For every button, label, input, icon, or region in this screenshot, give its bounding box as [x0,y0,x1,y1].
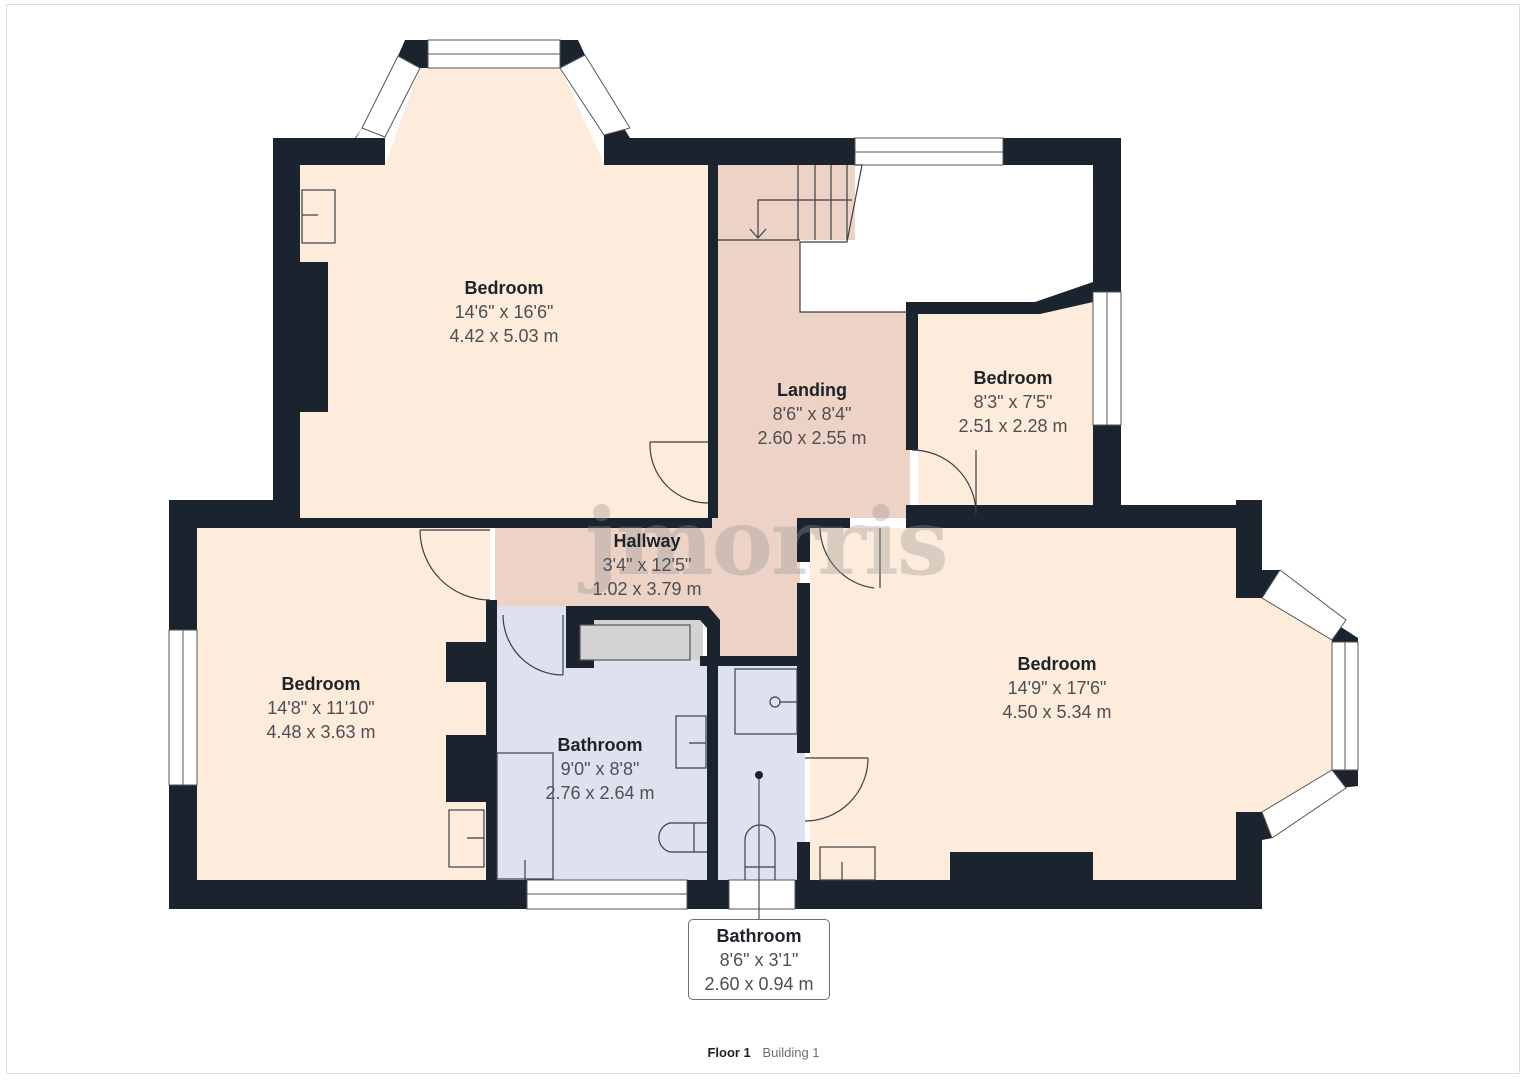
floor-label: Floor 1 [707,1045,751,1060]
staircase [718,164,908,313]
room-fill-bathroom-main[interactable] [497,606,707,880]
room-fill-bedroom-right[interactable] [810,528,1332,880]
room-dim-imperial: 14'9" x 17'6" [1007,678,1107,698]
fixtures [301,189,876,881]
room-dim-metric: 4.48 x 3.63 m [266,722,376,742]
doors [419,441,977,822]
room-label-bedroom-small: Bedroom 8'3" x 7'5" 2.51 x 2.28 m [958,366,1067,438]
room-name: Bedroom [1017,654,1097,674]
windows [168,39,1359,910]
floor-caption: Floor 1 Building 1 [0,1045,1527,1060]
room-name: Bathroom [557,735,643,755]
room-label-bedroom-right: Bedroom 14'9" x 17'6" 4.50 x 5.34 m [1002,652,1111,724]
room-dim-imperial: 8'6" x 8'4" [772,404,852,424]
page-frame [6,4,1520,1074]
callout-anchor-dot [755,771,763,779]
room-name: Bathroom [716,926,802,946]
room-fill-bedroom-top[interactable] [300,68,708,518]
room-dim-metric: 2.51 x 2.28 m [958,416,1068,436]
room-dim-metric: 1.02 x 3.79 m [592,579,702,599]
room-fill-landing[interactable] [712,165,910,518]
room-label-bedroom-left: Bedroom 14'8" x 11'10" 4.48 x 3.63 m [266,672,375,744]
room-fill-bedroom-small[interactable] [918,292,1093,518]
room-name: Hallway [613,531,681,551]
room-fill-hallway[interactable] [490,518,800,656]
room-dim-imperial: 9'0" x 8'8" [560,759,640,779]
room-fill-bedroom-left[interactable] [197,528,490,880]
room-dim-metric: 4.42 x 5.03 m [449,326,559,346]
room-dim-metric: 4.50 x 5.34 m [1002,702,1112,722]
room-label-bathroom-small: Bathroom 8'6" x 3'1" 2.60 x 0.94 m [688,919,830,1000]
room-dim-metric: 2.60 x 0.94 m [704,974,814,994]
building-label: Building 1 [762,1045,820,1060]
room-dim-imperial: 8'6" x 3'1" [719,950,799,970]
room-name: Landing [776,380,847,400]
room-label-hallway: Hallway 3'4" x 12'5" 1.02 x 3.79 m [592,529,701,601]
room-label-landing: Landing 8'6" x 8'4" 2.60 x 2.55 m [757,378,866,450]
room-dim-imperial: 8'3" x 7'5" [973,392,1053,412]
room-label-bathroom-main: Bathroom 9'0" x 8'8" 2.76 x 2.64 m [545,733,654,805]
room-dim-imperial: 14'8" x 11'10" [267,698,375,718]
room-dim-imperial: 3'4" x 12'5" [602,555,692,575]
room-dim-metric: 2.76 x 2.64 m [545,783,655,803]
room-name: Bedroom [281,674,361,694]
room-dim-imperial: 14'6" x 16'6" [454,302,554,322]
room-name: Bedroom [464,278,544,298]
room-name: Bedroom [973,368,1053,388]
room-dim-metric: 2.60 x 2.55 m [757,428,867,448]
room-label-bedroom-top: Bedroom 14'6" x 16'6" 4.42 x 5.03 m [449,276,558,348]
